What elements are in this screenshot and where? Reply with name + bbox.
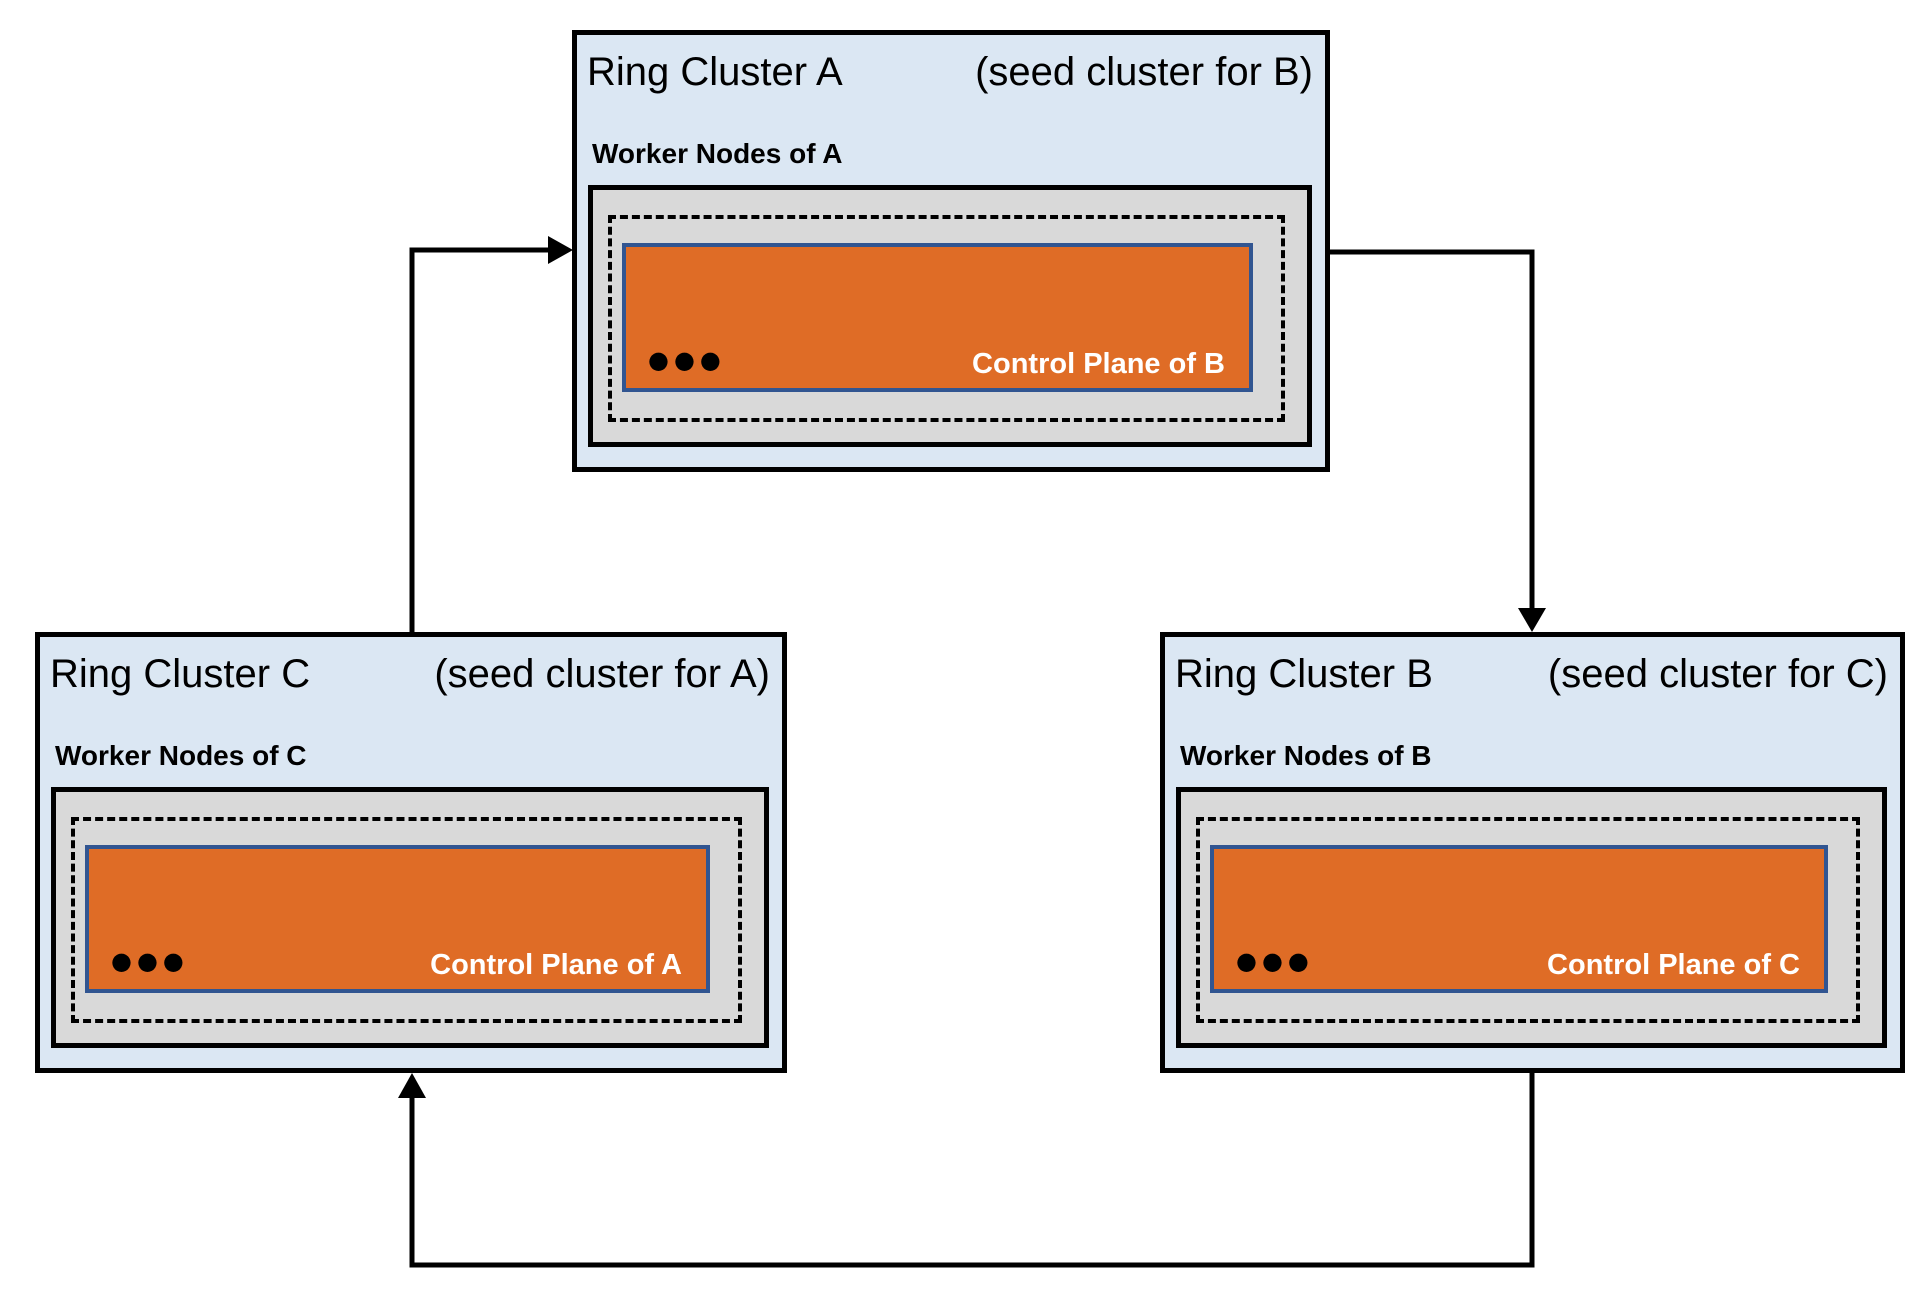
dashed-boundary: ●●● Control Plane of C [1196,817,1860,1023]
worker-nodes-label: Worker Nodes of B [1180,740,1432,771]
cluster-subtitle: (seed cluster for C) [1547,652,1888,696]
cluster-subtitle: (seed cluster for B) [975,50,1313,94]
arrow-a-to-b [1330,249,1546,632]
dashed-boundary: ●●● Control Plane of A [71,817,742,1023]
control-plane-label: Control Plane of B [972,348,1225,380]
cluster-title-row: Ring Cluster C (seed cluster for A) [50,651,770,697]
worker-nodes-box: ●●● Control Plane of C [1176,787,1887,1048]
worker-nodes-label: Worker Nodes of A [592,138,843,169]
cluster-box-c: Ring Cluster C (seed cluster for A) Work… [35,632,787,1073]
worker-nodes-box: ●●● Control Plane of A [51,787,769,1048]
control-plane-label: Control Plane of C [1547,949,1800,981]
arrow-c-to-a [409,236,573,632]
cluster-title-row: Ring Cluster A (seed cluster for B) [587,49,1313,95]
cluster-title: Ring Cluster B [1175,652,1433,696]
control-plane-label: Control Plane of A [430,949,682,981]
worker-nodes-label: Worker Nodes of C [55,740,307,771]
ellipsis-icon: ●●● [111,947,189,975]
ellipsis-icon: ●●● [648,346,726,374]
dashed-boundary: ●●● Control Plane of B [608,215,1285,422]
worker-nodes-box: ●●● Control Plane of B [588,185,1312,447]
control-plane-box: ●●● Control Plane of B [622,243,1253,392]
cluster-title: Ring Cluster C [50,652,311,696]
ellipsis-icon: ●●● [1236,947,1314,975]
cluster-box-a: Ring Cluster A (seed cluster for B) Work… [572,30,1330,472]
cluster-subtitle: (seed cluster for A) [434,652,770,696]
control-plane-box: ●●● Control Plane of A [85,845,710,993]
cluster-title-row: Ring Cluster B (seed cluster for C) [1175,651,1888,697]
arrow-b-to-c [398,1073,1535,1268]
cluster-title: Ring Cluster A [587,50,843,94]
cluster-box-b: Ring Cluster B (seed cluster for C) Work… [1160,632,1905,1073]
control-plane-box: ●●● Control Plane of C [1210,845,1828,993]
